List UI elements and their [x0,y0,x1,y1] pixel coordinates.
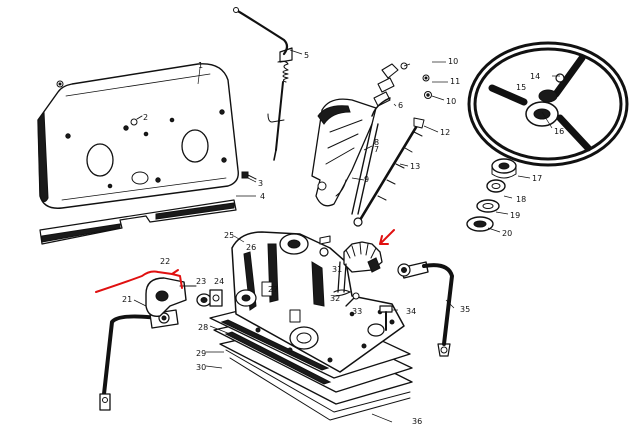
callout-8: 8 [374,138,379,147]
crank-lever-part-21 [99,309,179,411]
callout-12: 12 [440,128,450,137]
callout-27: 27 [268,285,278,294]
dash-panel [37,63,239,209]
callout-1: 1 [198,61,203,70]
callout-36: 36 [412,417,422,426]
throttle-rod-part-5 [233,7,293,161]
linkage-rod-part-8 [351,123,379,215]
callout-16: 16 [554,127,564,136]
callout-21: 21 [122,295,132,304]
bushing-parts-23-24 [196,289,223,307]
steering-wheel-part-15 [467,41,629,167]
callout-19: 19 [510,211,520,220]
callout-labels: 1 2 3 4 5 6 7 8 9 10 11 10 12 13 14 15 1… [122,51,564,426]
red-annotation-marks [95,229,395,293]
callout-17: 17 [532,174,542,183]
callout-2: 2 [143,113,148,122]
callout-6: 6 [398,101,403,110]
callout-30: 30 [196,363,206,372]
callout-31: 31 [332,265,342,274]
washer-stack-parts-17-20 [466,158,517,232]
callout-3: 3 [258,179,263,188]
callout-4: 4 [260,192,265,201]
callout-11: 11 [450,77,460,86]
column-upper-bolts [371,62,432,117]
callout-35: 35 [460,305,470,314]
callout-10a: 10 [448,57,458,66]
bracket-part-22 [145,277,197,317]
screw-part-3 [241,171,257,180]
screw-part-2 [130,115,143,126]
callout-10b: 10 [446,97,456,106]
callout-24: 24 [214,277,224,286]
callout-15: 15 [516,83,526,92]
nut-part-top-left [56,80,64,88]
callout-20: 20 [502,229,512,238]
gear-housing-assembly [209,231,413,421]
callout-23: 23 [196,277,206,286]
callout-13: 13 [410,162,420,171]
panel-strip-part-4 [39,199,237,245]
callout-7: 7 [374,145,379,154]
crank-lever-part-35 [397,261,454,357]
callout-34: 34 [406,307,416,316]
leader-lines [133,49,560,423]
column-bracket-assembly [311,98,377,207]
callout-29: 29 [196,349,206,358]
callout-18: 18 [516,195,526,204]
callout-14: 14 [530,72,540,81]
callout-32: 32 [330,294,340,303]
callout-25: 25 [224,231,234,240]
callout-28: 28 [198,323,208,332]
small-parts-27-28 [261,281,301,323]
callout-26: 26 [246,243,256,252]
callout-5: 5 [304,51,309,60]
bolt-part-34 [379,305,393,331]
callout-22: 22 [160,257,170,266]
callout-33: 33 [352,307,362,316]
callout-9: 9 [364,175,369,184]
long-rod-part-13 [353,117,425,227]
